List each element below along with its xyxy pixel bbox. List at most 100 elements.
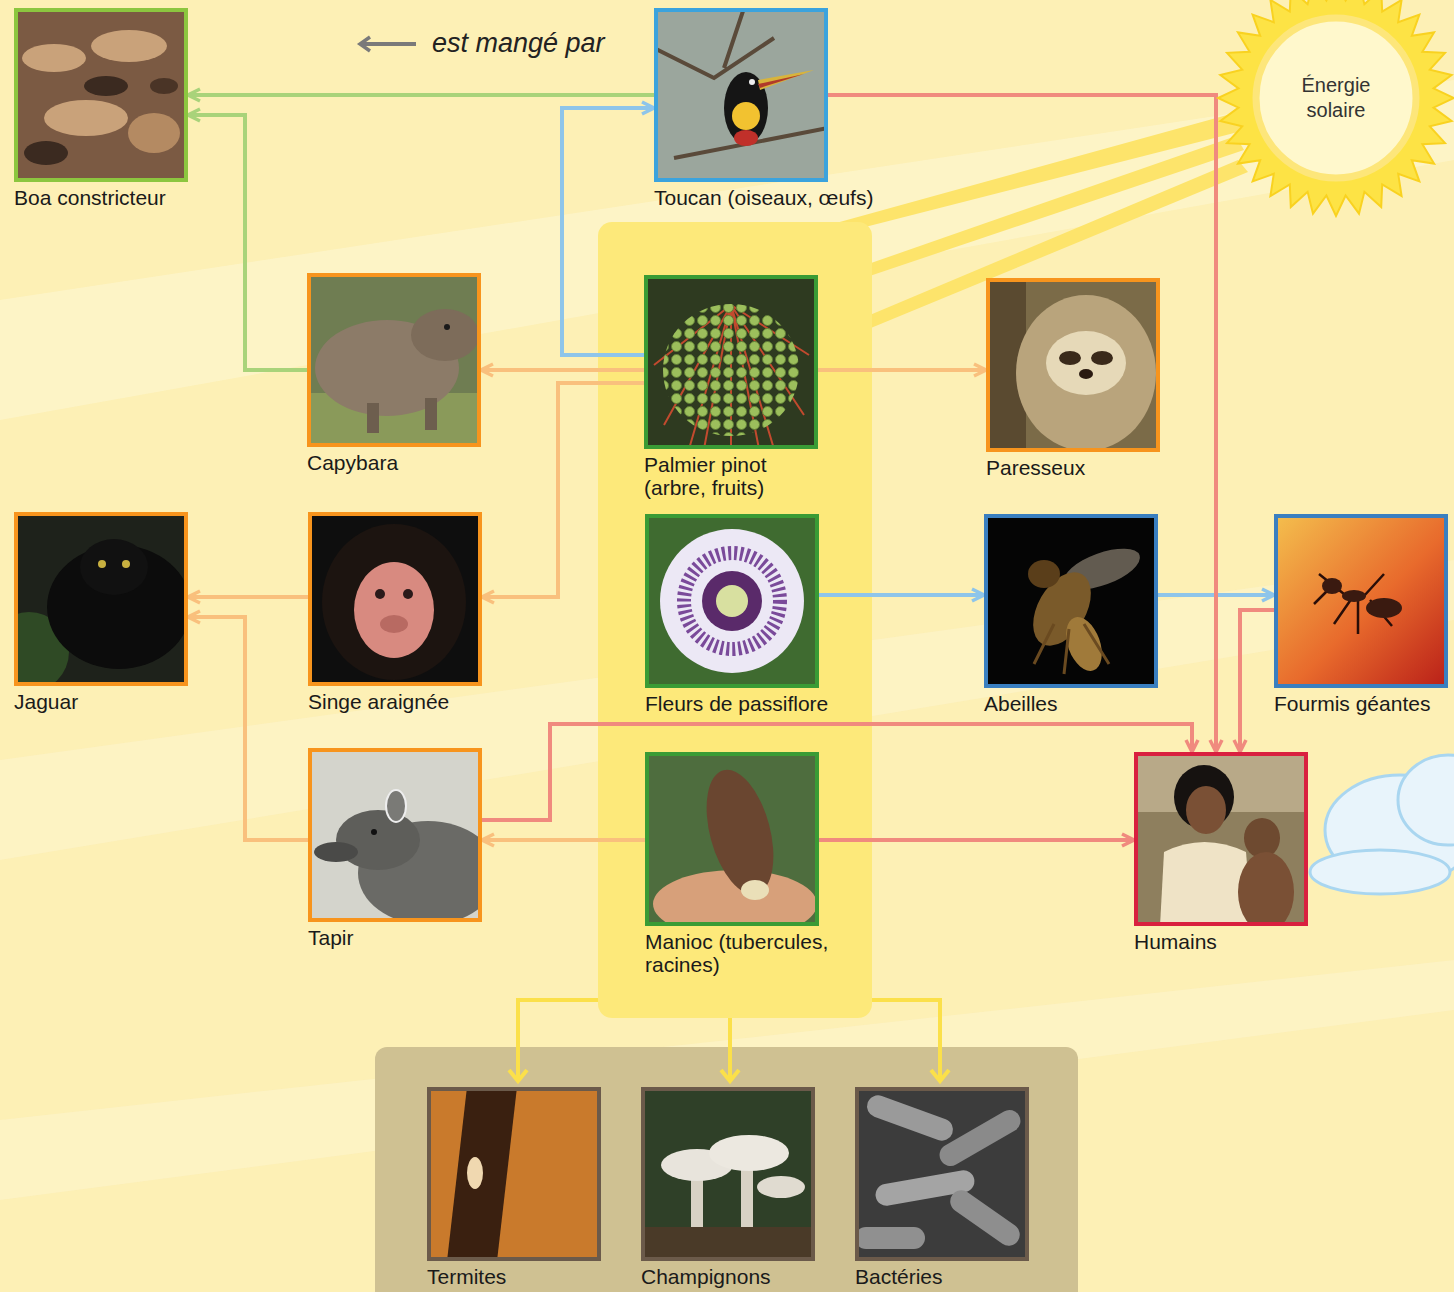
capybara-photo xyxy=(307,273,481,447)
monkey-photo xyxy=(308,512,482,686)
legend-arrow-sample xyxy=(356,34,418,54)
manioc-photo-part xyxy=(694,762,785,901)
monkey-photo-part xyxy=(322,524,466,680)
species-node: Champignons xyxy=(641,1087,815,1289)
passionflower-photo-part xyxy=(684,553,780,649)
species-node: Humains xyxy=(1134,752,1308,954)
sun-text-holder: Énergie solaire xyxy=(1216,0,1454,218)
ant-photo xyxy=(1274,514,1448,688)
capybara-photo-part xyxy=(425,398,437,430)
tapir-photo xyxy=(308,748,482,922)
bacteria-photo xyxy=(855,1087,1029,1261)
species-label: Boa constricteur xyxy=(14,187,166,210)
bacteria-photo-part xyxy=(855,1227,925,1249)
capybara-photo-part xyxy=(307,273,481,447)
mushroom-photo-frame xyxy=(641,1087,815,1261)
toucan-photo-part xyxy=(654,8,828,158)
eaten-by-connector xyxy=(819,838,1134,842)
palm-photo-part xyxy=(663,304,799,436)
boa-photo-part xyxy=(14,8,188,182)
humans-photo-frame xyxy=(1134,752,1308,926)
jaguar-photo-part xyxy=(122,560,130,568)
species-label: Champignons xyxy=(641,1266,771,1289)
decomposer-arrows xyxy=(509,1000,949,1081)
decomposer-arrows-part xyxy=(872,1000,940,1080)
jaguar-photo xyxy=(14,512,188,686)
species-label: Abeilles xyxy=(984,693,1058,716)
eaten-by-connector xyxy=(188,115,307,370)
monkey-photo-frame xyxy=(308,512,482,686)
cloud xyxy=(1310,755,1454,894)
boa-photo-part xyxy=(24,141,68,165)
species-node: Singe araignée xyxy=(308,512,482,714)
tapir-photo-part xyxy=(336,810,420,870)
eaten-by-connector xyxy=(1240,610,1274,752)
sun-disc xyxy=(1256,18,1416,178)
boa-photo-part xyxy=(150,78,178,94)
capybara-photo-frame xyxy=(307,273,481,447)
capybara-photo-part xyxy=(411,309,479,361)
boa-photo-part xyxy=(22,44,86,72)
eaten-by-connector xyxy=(819,593,984,597)
species-node: Tapir xyxy=(308,748,482,950)
boa-photo-part xyxy=(128,113,180,153)
jaguar-photo-part xyxy=(80,539,148,595)
eaten-by-connector xyxy=(818,368,986,372)
bee-photo-part xyxy=(1028,560,1060,588)
monkey-photo-part xyxy=(354,562,434,658)
species-node: Boa constricteur xyxy=(14,8,188,210)
boa-photo-frame xyxy=(14,8,188,182)
passionflower-photo-part xyxy=(645,514,819,688)
ant-photo-part xyxy=(1366,598,1402,618)
tapir-photo-part xyxy=(371,829,377,835)
toucan-photo-part xyxy=(749,79,755,85)
termite-photo xyxy=(427,1087,601,1261)
decomposer-arrows-part xyxy=(518,1000,598,1080)
decomposer-arrows-part xyxy=(721,1070,739,1081)
species-node: Bactéries xyxy=(855,1087,1029,1289)
passionflower-photo-frame xyxy=(645,514,819,688)
mushroom-photo xyxy=(641,1087,815,1261)
humans-photo-part xyxy=(1160,842,1252,926)
eaten-by-connector xyxy=(481,368,644,372)
manioc-photo-frame xyxy=(645,752,819,926)
toucan-photo-part xyxy=(654,8,828,182)
species-label: Toucan (oiseaux, œufs) xyxy=(654,187,873,210)
sloth-photo xyxy=(986,278,1160,452)
ant-photo-part xyxy=(1274,514,1448,688)
toucan-photo-part xyxy=(732,102,760,130)
bee-photo-part xyxy=(1034,624,1109,674)
bee-photo-frame xyxy=(984,514,1158,688)
humans-photo-part xyxy=(1244,818,1280,858)
species-label: Manioc (tubercules, racines) xyxy=(645,931,875,976)
termite-photo-part xyxy=(447,1087,517,1261)
palm-photo-part xyxy=(654,305,809,449)
boa-photo-part xyxy=(44,100,128,136)
eaten-by-connector xyxy=(188,617,308,840)
species-node: Fleurs de passiflore xyxy=(645,514,819,716)
species-node: Fourmis géantes xyxy=(1274,514,1448,716)
sloth-photo-part xyxy=(1059,351,1081,365)
species-node: Jaguar xyxy=(14,512,188,714)
bee-photo xyxy=(984,514,1158,688)
sloth-photo-part xyxy=(1091,351,1113,365)
species-label: Paresseux xyxy=(986,457,1085,480)
bacteria-photo-part xyxy=(946,1186,1024,1250)
species-node: Capybara xyxy=(307,273,481,475)
passionflower-photo xyxy=(645,514,819,688)
sun-node: Énergie solaire xyxy=(1216,0,1454,218)
boa-photo xyxy=(14,8,188,182)
jaguar-photo-frame xyxy=(14,512,188,686)
eaten-by-connector xyxy=(482,383,644,597)
manioc-photo-part xyxy=(741,880,769,900)
sloth-photo-part xyxy=(1079,369,1093,379)
decomposer-arrows-part xyxy=(728,1018,732,1080)
eaten-by-connector xyxy=(482,724,1192,820)
cloud-part xyxy=(1398,755,1454,845)
species-label: Tapir xyxy=(308,927,354,950)
boa-photo-part xyxy=(91,30,167,62)
sun-rays-part xyxy=(828,136,1244,288)
decomposer-band xyxy=(375,1047,1078,1292)
